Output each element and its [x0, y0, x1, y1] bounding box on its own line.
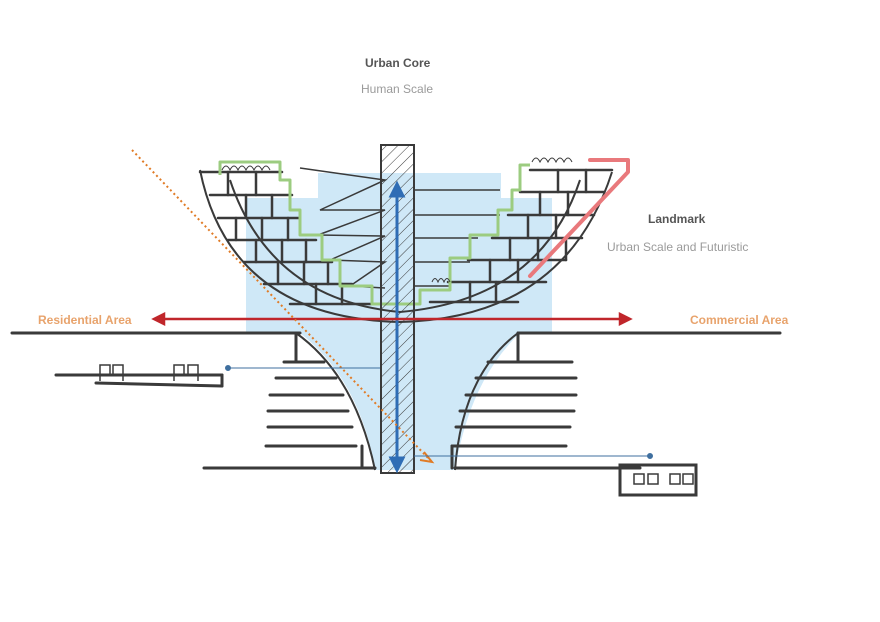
- leader-lines: [225, 365, 653, 459]
- seat-icon: [173, 364, 199, 381]
- landmark-subtitle: Urban Scale and Futuristic: [607, 240, 749, 254]
- residential-area-label: Residential Area: [38, 313, 132, 327]
- right-underground-terraces: [450, 331, 578, 470]
- left-underground-terraces: [264, 331, 364, 470]
- landmark-title: Landmark: [648, 212, 706, 226]
- horizontal-connection-arrow: [151, 311, 633, 327]
- seat-icon: [99, 364, 124, 381]
- landmark-outline: [528, 158, 630, 278]
- left-underground-floor: [54, 373, 224, 388]
- foliage-scribbles: [221, 157, 573, 284]
- ground-lines: [10, 331, 782, 470]
- bowl-brick-rows-left: [198, 170, 374, 306]
- green-planting: [218, 160, 530, 306]
- seat-icon: [633, 473, 694, 485]
- vertical-circulation-arrow: [388, 180, 406, 474]
- sightline-arrow: [131, 149, 435, 464]
- urban-core-title: Urban Core: [365, 56, 431, 70]
- urban-core-subtitle: Human Scale: [361, 82, 434, 96]
- internal-stairs: [299, 167, 500, 289]
- bowl-brick-rows-right: [428, 168, 614, 304]
- funnel-curves: [295, 332, 519, 471]
- commercial-area-label: Commercial Area: [690, 313, 789, 327]
- right-underground-box: [618, 463, 698, 497]
